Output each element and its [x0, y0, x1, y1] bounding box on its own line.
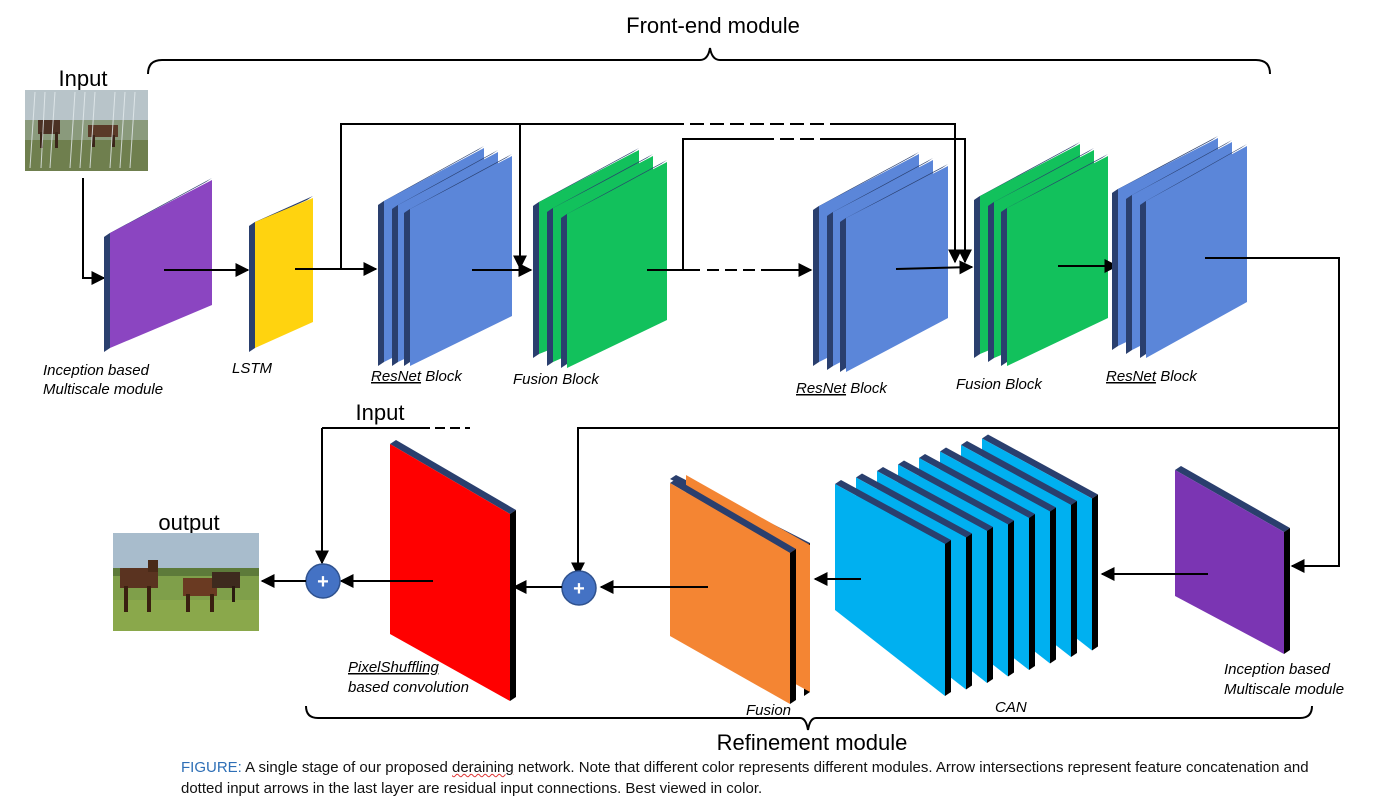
inception-top-label-1: Inception based [43, 362, 150, 379]
input-bottom-label: Input [356, 400, 405, 425]
can-label: CAN [995, 699, 1027, 716]
caption-part-1: A single stage of our proposed [241, 759, 452, 776]
lstm-block [249, 196, 313, 352]
resnet-2-label: ResNet Block [796, 380, 888, 397]
inception-module-top [104, 178, 212, 352]
refinement-brace [305, 705, 1313, 731]
svg-text:+: + [317, 571, 329, 593]
resnet-1-label: ResNet Block [371, 368, 463, 385]
fusion-block-2 [974, 142, 1108, 366]
output-clean-image [113, 533, 259, 631]
figure-caption: FIGURE: A single stage of our proposed d… [181, 757, 1331, 799]
resnet-block-3 [1112, 136, 1247, 358]
caption-underlined: deraining [452, 759, 514, 776]
input-top-label: Input [59, 66, 108, 91]
frontend-title: Front-end module [626, 13, 800, 38]
inception-top-label-2: Multiscale module [43, 381, 163, 398]
svg-text:+: + [573, 578, 585, 600]
fusion-bottom-label: Fusion [746, 702, 791, 719]
output-label: output [158, 510, 219, 535]
pixelshuffle-label-2: based convolution [348, 679, 469, 696]
caption-part-2: network. Note that different color repre… [181, 759, 1309, 797]
fusion-block-bottom [670, 475, 810, 704]
add-node-1: + [305, 563, 341, 599]
refinement-title: Refinement module [717, 730, 908, 755]
resnet-3-label: ResNet Block [1106, 368, 1198, 385]
frontend-brace [147, 47, 1271, 75]
inception-module-bottom [1175, 466, 1290, 654]
can-block [835, 434, 1098, 696]
lstm-label: LSTM [232, 360, 273, 377]
inception-bottom-label-2: Multiscale module [1224, 681, 1344, 698]
inception-bottom-label-1: Inception based [1224, 661, 1331, 678]
pixelshuffle-conv-block [390, 440, 516, 701]
pixelshuffle-label-1: PixelShuffling [348, 659, 440, 676]
resnet-block-2 [813, 152, 948, 372]
fusion-1-label: Fusion Block [513, 371, 600, 388]
input-rainy-image [25, 90, 148, 171]
fusion-block-1 [533, 148, 667, 368]
add-node-2: + [561, 570, 597, 606]
resnet-block-1 [378, 146, 512, 366]
fusion-2-label: Fusion Block [956, 376, 1043, 393]
caption-prefix: FIGURE: [181, 759, 242, 776]
